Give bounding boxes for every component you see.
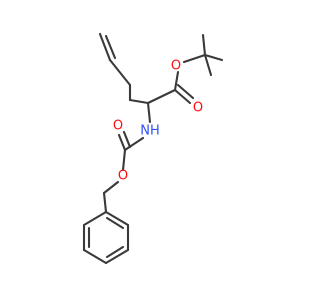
oxygen-to-tbutyl-bond [182, 53, 207, 64]
ring-bond-1 [104, 210, 130, 227]
ring-inner-double-2 [105, 245, 125, 259]
structure-drawing: O O NH O O [82, 32, 224, 265]
nitrogen-to-carbamate-carbon-bond [123, 136, 145, 152]
ring-inner-double-1 [105, 216, 125, 230]
carbamate-carbon-to-oxygen-bond [121, 148, 127, 172]
ester-carbon-to-oxygen-bond [173, 70, 180, 92]
carbamate-carbonyl-bond-b [122, 130, 132, 149]
vinyl-double-bond-inner [104, 34, 117, 60]
ester-carbonyl-oxygen-label: O [193, 101, 203, 116]
benzyl-ch2-bond [102, 191, 108, 214]
tbutyl-methyl-bond-3 [203, 53, 213, 77]
tbutyl-methyl-bond-1 [201, 33, 207, 57]
ester-ether-oxygen-label: O [171, 59, 181, 74]
carbamate-carbonyl-bond-a [117, 133, 127, 152]
ring-bond-3 [104, 248, 130, 265]
ring-bond-6 [82, 210, 108, 227]
ester-carbonyl-bond-a [173, 88, 192, 105]
chain-bond-1 [108, 58, 132, 87]
carbamate-carbonyl-oxygen-label: O [113, 119, 123, 134]
molecule-canvas: O O NH O O [82, 32, 224, 265]
ester-carbonyl-bond-b [176, 83, 195, 100]
carbamate-ether-oxygen-label: O [118, 169, 128, 184]
vinyl-double-bond-outer [98, 32, 112, 62]
ring-bond-4 [82, 248, 108, 265]
alpha-to-ester-carbon-bond [146, 88, 177, 105]
amide-nitrogen-label: NH [140, 124, 160, 139]
chain-bond-3 [128, 98, 150, 105]
tbutyl-methyl-bond-2 [203, 53, 224, 62]
oxygen-to-benzyl-bond [102, 180, 120, 195]
alpha-to-nitrogen-bond [146, 101, 152, 124]
